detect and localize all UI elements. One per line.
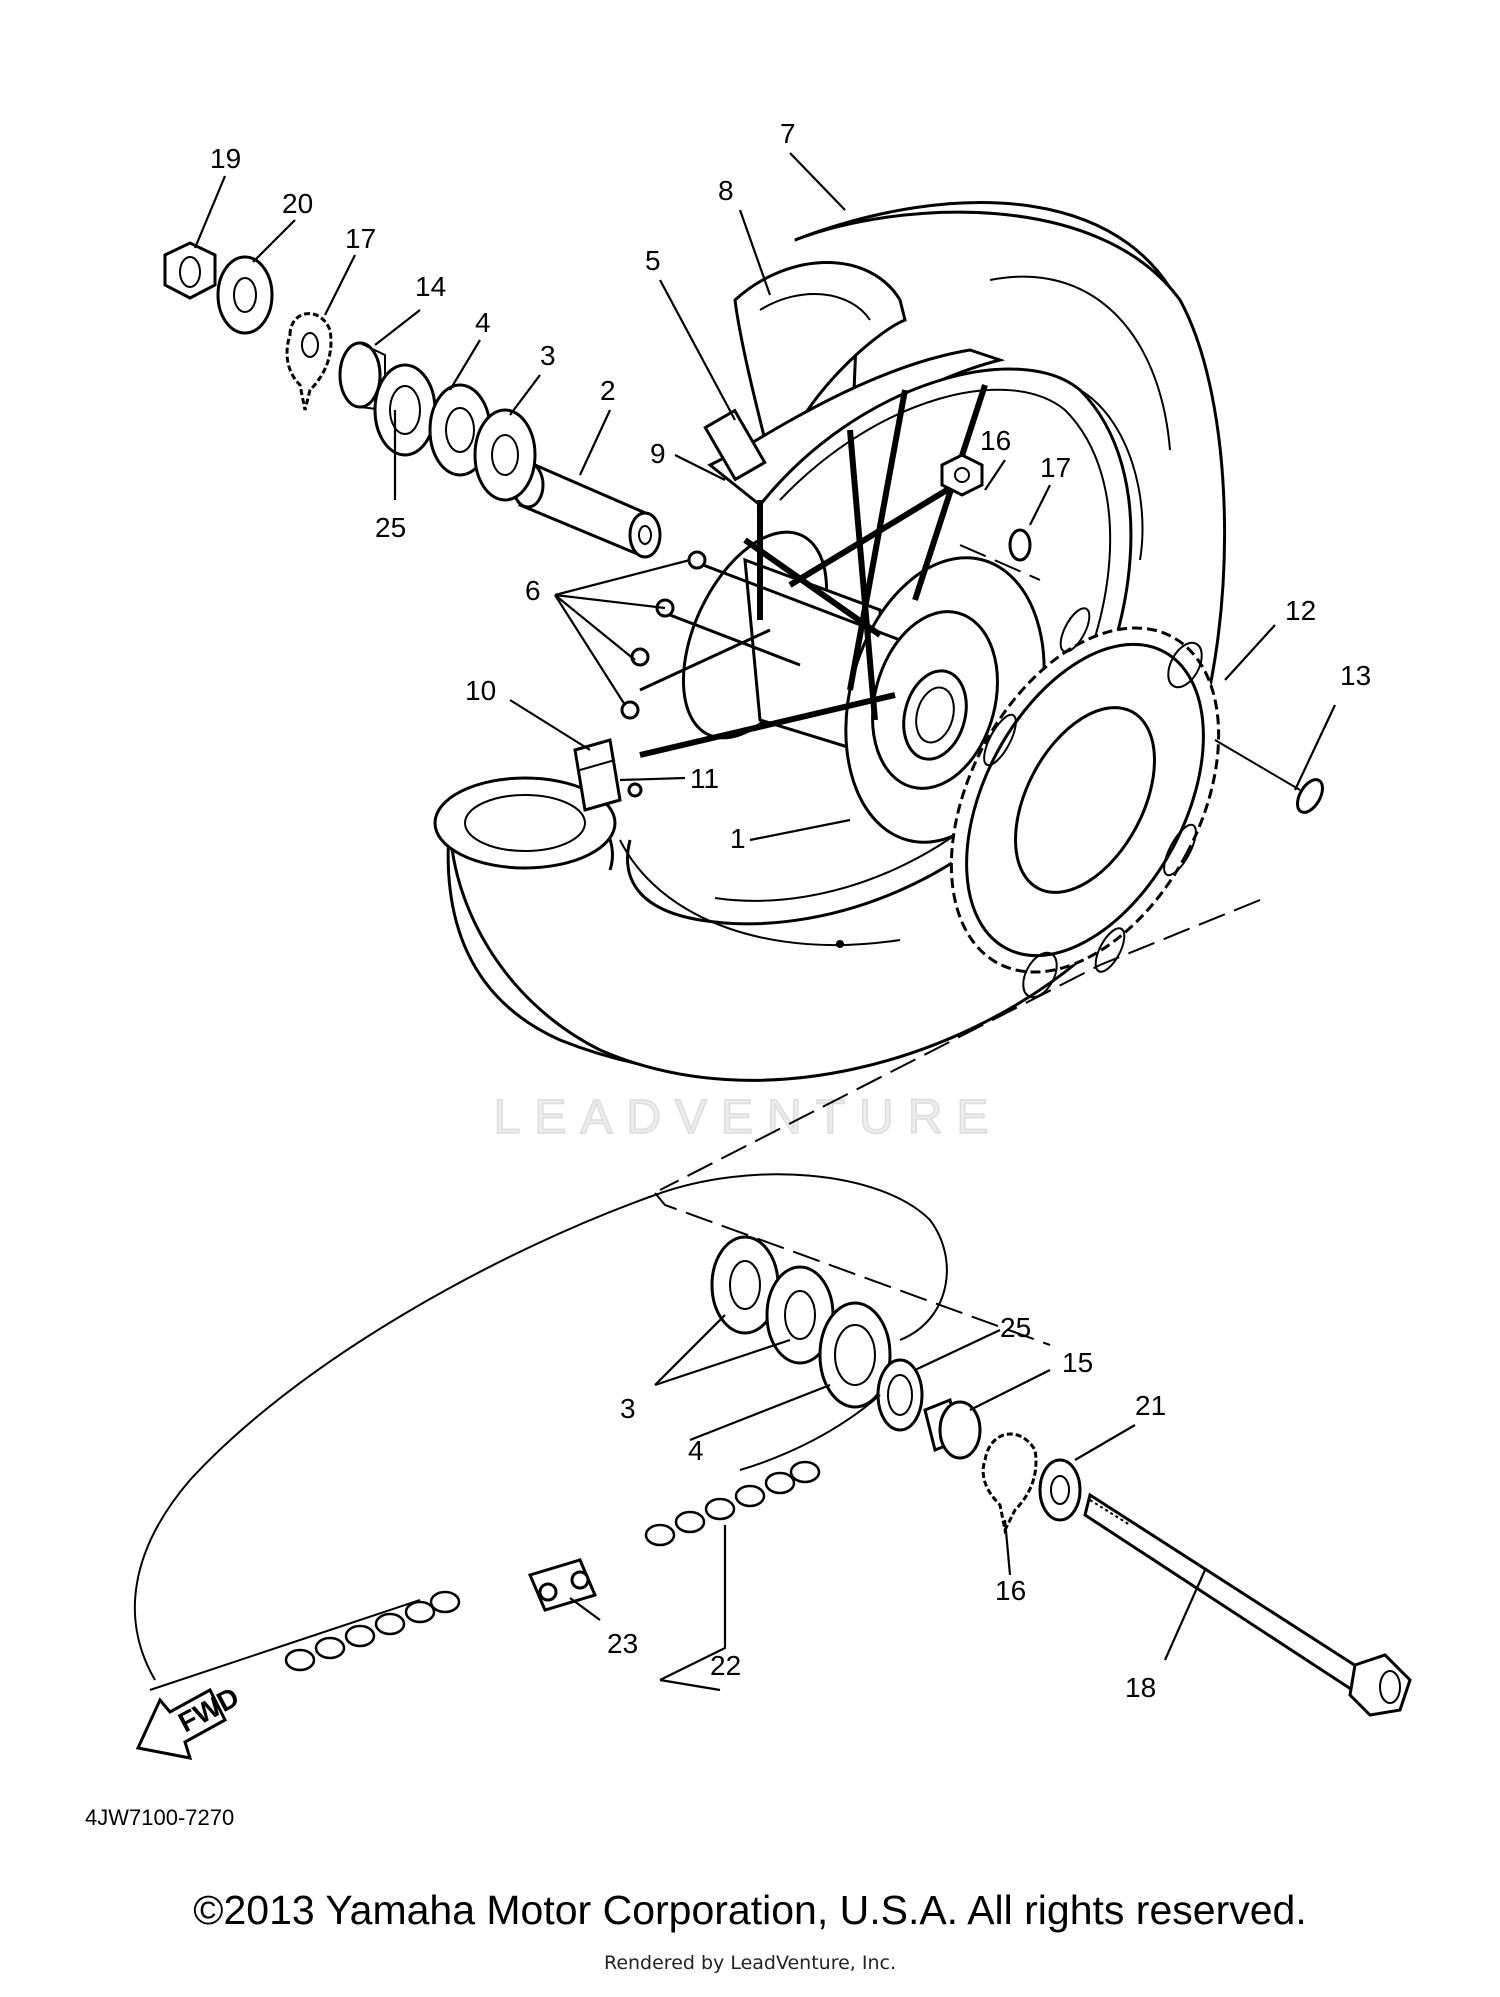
callout-22-right: 21	[1135, 1390, 1166, 1421]
callout-23: 22	[710, 1650, 741, 1681]
collar	[511, 461, 662, 559]
copyright-notice: ©2013 Yamaha Motor Corporation, U.S.A. A…	[193, 1887, 1307, 1933]
drive-chain	[133, 1173, 948, 1691]
callout-6: 6	[525, 575, 541, 606]
assembly-axis-lines	[654, 544, 1261, 1346]
callout-14: 16	[980, 425, 1011, 456]
callout-24: 23	[607, 1628, 638, 1659]
callout-20: 18	[1125, 1672, 1156, 1703]
valve-stem	[703, 408, 767, 482]
callout-9: 9	[650, 438, 666, 469]
callout-13: 13	[1340, 660, 1371, 691]
rendered-by-credit: Rendered by LeadVenture, Inc.	[603, 1952, 897, 1974]
callout-12: 12	[1285, 595, 1316, 626]
callout-7: 7	[780, 118, 796, 149]
left-axle-parts	[163, 241, 537, 502]
callout-4-top: 4	[475, 307, 491, 338]
callout-21: 19	[210, 143, 241, 174]
master-link	[527, 1558, 598, 1612]
callout-1: 1	[730, 823, 746, 854]
fwd-arrow-icon	[135, 1687, 227, 1760]
tube	[733, 261, 907, 442]
sprocket	[949, 607, 1221, 999]
diagram-page-code: 4JW7100-7270	[85, 1805, 235, 1830]
callout-2: 2	[600, 375, 616, 406]
callout-11: 11	[690, 763, 719, 794]
callout-16: 14	[415, 271, 446, 302]
balance-weight	[573, 738, 643, 812]
callout-25-right: 25	[1000, 1312, 1031, 1343]
callout-labels: 19 20 17 14 4 3 2 25 7 8 5 9 16 17 6 10 …	[210, 118, 1371, 1703]
right-axle-parts	[710, 1235, 1412, 1717]
callout-19: 17	[345, 223, 376, 254]
callout-3-bottom: 3	[620, 1393, 636, 1424]
sprocket-washer	[1008, 528, 1032, 562]
callout-3-top: 3	[540, 340, 556, 371]
sprocket-bolt	[1214, 739, 1324, 814]
callout-10: 10	[465, 675, 496, 706]
callout-22-left: 20	[282, 188, 313, 219]
callout-4-bottom: 4	[688, 1435, 704, 1466]
callout-8: 8	[718, 175, 734, 206]
sprocket-nut	[940, 453, 984, 497]
callout-15: 17	[1040, 452, 1071, 483]
leader-lines	[193, 152, 1336, 1692]
callout-18: 16	[995, 1575, 1026, 1606]
callout-5: 5	[645, 245, 661, 276]
callout-17: 15	[1062, 1347, 1093, 1378]
callout-25-left: 25	[375, 512, 406, 543]
watermark-text: LEADVENTURE	[494, 1091, 1003, 1144]
